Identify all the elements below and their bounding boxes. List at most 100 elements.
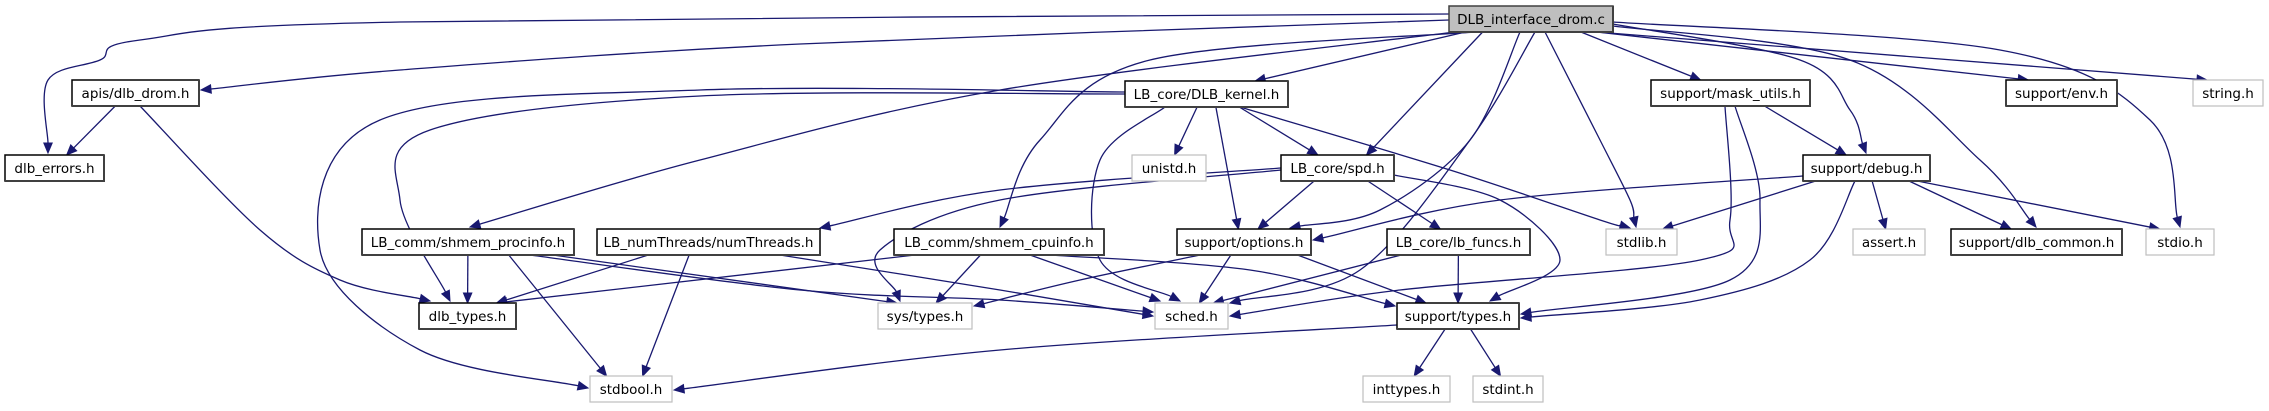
node-dlb-kernel[interactable]: LB_core/DLB_kernel.h (1124, 80, 1289, 108)
arrowhead-icon (818, 220, 832, 231)
node-cpuinfo[interactable]: LB_comm/shmem_cpuinfo.h (893, 228, 1105, 256)
edge-root-to-spd (1365, 31, 1484, 156)
arrowhead-icon (440, 289, 451, 303)
edge-root-to-dlb_common (1612, 25, 2037, 228)
arrowhead-icon (1999, 220, 2013, 230)
edge-root-to-cpuinfo (999, 31, 1476, 229)
node-shadow (1387, 229, 1531, 256)
edge-cpuinfo-to-support_types (1049, 254, 1397, 309)
arrowhead-icon (1148, 292, 1162, 303)
node-box (1605, 228, 1678, 256)
arrowhead-icon (1141, 309, 1155, 320)
edge-mask_utils-to-support_types (1519, 105, 1762, 318)
edge-line (139, 105, 421, 300)
node-apis-drom[interactable]: apis/dlb_drom.h (71, 79, 200, 107)
node-dlb-types[interactable]: dlb_types.h (418, 302, 517, 330)
edge-line (645, 254, 690, 367)
edge-debug-to-stdio (1917, 180, 2161, 232)
node-shadow (2006, 80, 2118, 107)
edge-line (1239, 106, 1621, 227)
node-lb-funcs[interactable]: LB_core/lb_funcs.h (1386, 228, 1531, 256)
node-options[interactable]: support/options.h (1176, 228, 1312, 256)
node-shadow (894, 229, 1105, 256)
node-label: assert.h (1862, 235, 1916, 251)
edge-line (1029, 254, 1151, 299)
edge-root-to-stdlib (1544, 31, 1639, 229)
arrowhead-icon (1257, 218, 1270, 230)
arrowhead-icon (1365, 143, 1378, 156)
edge-line (1530, 105, 1762, 314)
arrowhead-icon (641, 364, 652, 378)
edge-root-to-sched (1228, 31, 1536, 306)
node-box (1362, 375, 1451, 403)
edge-line (1264, 31, 1466, 80)
edge-debug-to-stdlib (1661, 180, 1816, 231)
node-box (1852, 228, 1926, 256)
edge-line (1003, 31, 1476, 219)
edge-line (1049, 254, 1386, 305)
edge-debug-to-assert (1871, 180, 1888, 231)
node-label: support/types.h (1405, 309, 1511, 325)
node-shadow (597, 229, 821, 256)
node-box (1650, 79, 1811, 107)
node-shadow (1651, 80, 1811, 107)
node-label: stdio.h (2157, 235, 2203, 251)
arrowhead-icon (1383, 298, 1397, 309)
edge-line (1090, 106, 1172, 298)
node-spd[interactable]: LB_core/spd.h (1280, 154, 1395, 182)
edge-spd-to-numthreads (818, 167, 1282, 231)
edge-cpuinfo-to-sched (1029, 254, 1162, 303)
edge-mask_utils-to-debug (1764, 105, 1848, 156)
edge-line (1238, 106, 1310, 151)
edge-support_types-to-stdint (1469, 328, 1502, 378)
node-label: sys/types.h (887, 309, 964, 325)
edge-line (479, 31, 1456, 225)
node-box (71, 79, 200, 107)
node-sys-types: sys/types.h (877, 302, 973, 330)
edge-line (983, 254, 1201, 305)
arrowhead-icon (1453, 292, 1464, 305)
node-dlb-errors[interactable]: dlb_errors.h (4, 154, 105, 182)
arrowhead-icon (1834, 145, 1848, 156)
edge-line (1299, 31, 1521, 227)
edge-root-to-dlb_kernel (1253, 31, 1466, 84)
node-mask-utils[interactable]: support/mask_utils.h (1650, 79, 1811, 107)
edge-line (1672, 180, 1816, 227)
node-box (1154, 302, 1229, 330)
node-box (1802, 154, 1931, 182)
edge-root-to-debug (1612, 23, 1867, 155)
arrowhead-icon (576, 380, 590, 391)
edge-line (683, 324, 1398, 390)
arrowhead-icon (418, 293, 432, 304)
edge-line (508, 254, 601, 369)
edge-line (1596, 31, 2198, 80)
arrowhead-icon (1428, 219, 1442, 230)
edge-line (1871, 180, 1884, 220)
node-env[interactable]: support/env.h (2005, 79, 2118, 107)
edge-dlb_kernel-to-dlb_types (394, 92, 1126, 303)
node-support-types[interactable]: support/types.h (1396, 302, 1520, 330)
arrowhead-icon (1198, 291, 1210, 305)
edge-options-to-sys_types (972, 254, 1201, 309)
node-stdlib: stdlib.h (1605, 228, 1678, 256)
node-root[interactable]: DLB_interface_drom.c (1448, 5, 1614, 33)
node-dlb-common[interactable]: support/dlb_common.h (1950, 228, 2123, 256)
edge-root-to-env (1596, 31, 2030, 84)
edge-procinfo-to-dlb_types (462, 254, 473, 305)
edge-line (1372, 31, 1484, 149)
arrowhead-icon (1618, 220, 1632, 231)
node-label: stdlib.h (1617, 235, 1667, 251)
edge-line (1530, 180, 1856, 318)
node-debug[interactable]: support/debug.h (1802, 154, 1931, 182)
edge-line (1917, 180, 2150, 228)
arrowhead-icon (1488, 291, 1502, 302)
edge-numthreads-to-dlb_types (495, 254, 649, 305)
node-numthreads[interactable]: LB_numThreads/numThreads.h (596, 228, 821, 256)
node-box (589, 375, 673, 403)
node-shadow (1397, 303, 1520, 330)
node-procinfo[interactable]: LB_comm/shmem_procinfo.h (361, 228, 575, 256)
edge-line (1612, 25, 2031, 220)
node-box (1448, 5, 1614, 33)
edge-line (552, 254, 887, 303)
edge-debug-to-support_types (1519, 180, 1856, 322)
